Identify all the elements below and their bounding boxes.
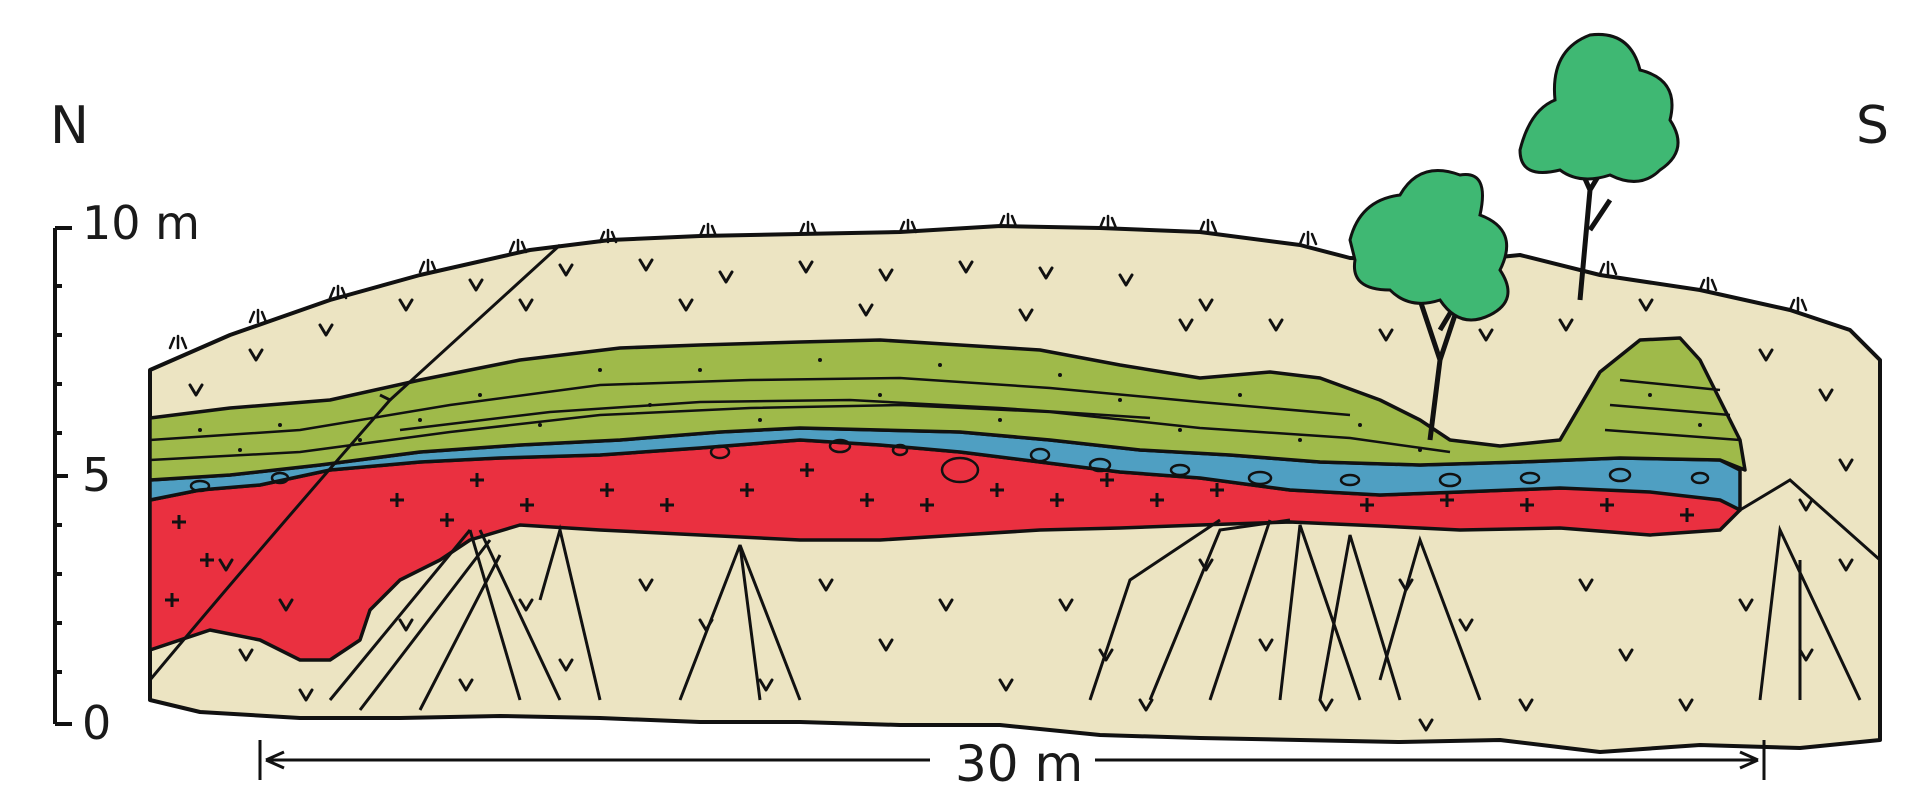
north-label: N — [50, 96, 89, 156]
vertical-scale-bar — [55, 228, 72, 724]
south-label: S — [1856, 96, 1889, 156]
distance-label: 30 m — [955, 735, 1083, 793]
scale-mid-label: 5 — [82, 448, 111, 502]
scale-top-label: 10 m — [82, 196, 200, 250]
scale-bottom-label: 0 — [82, 696, 111, 750]
